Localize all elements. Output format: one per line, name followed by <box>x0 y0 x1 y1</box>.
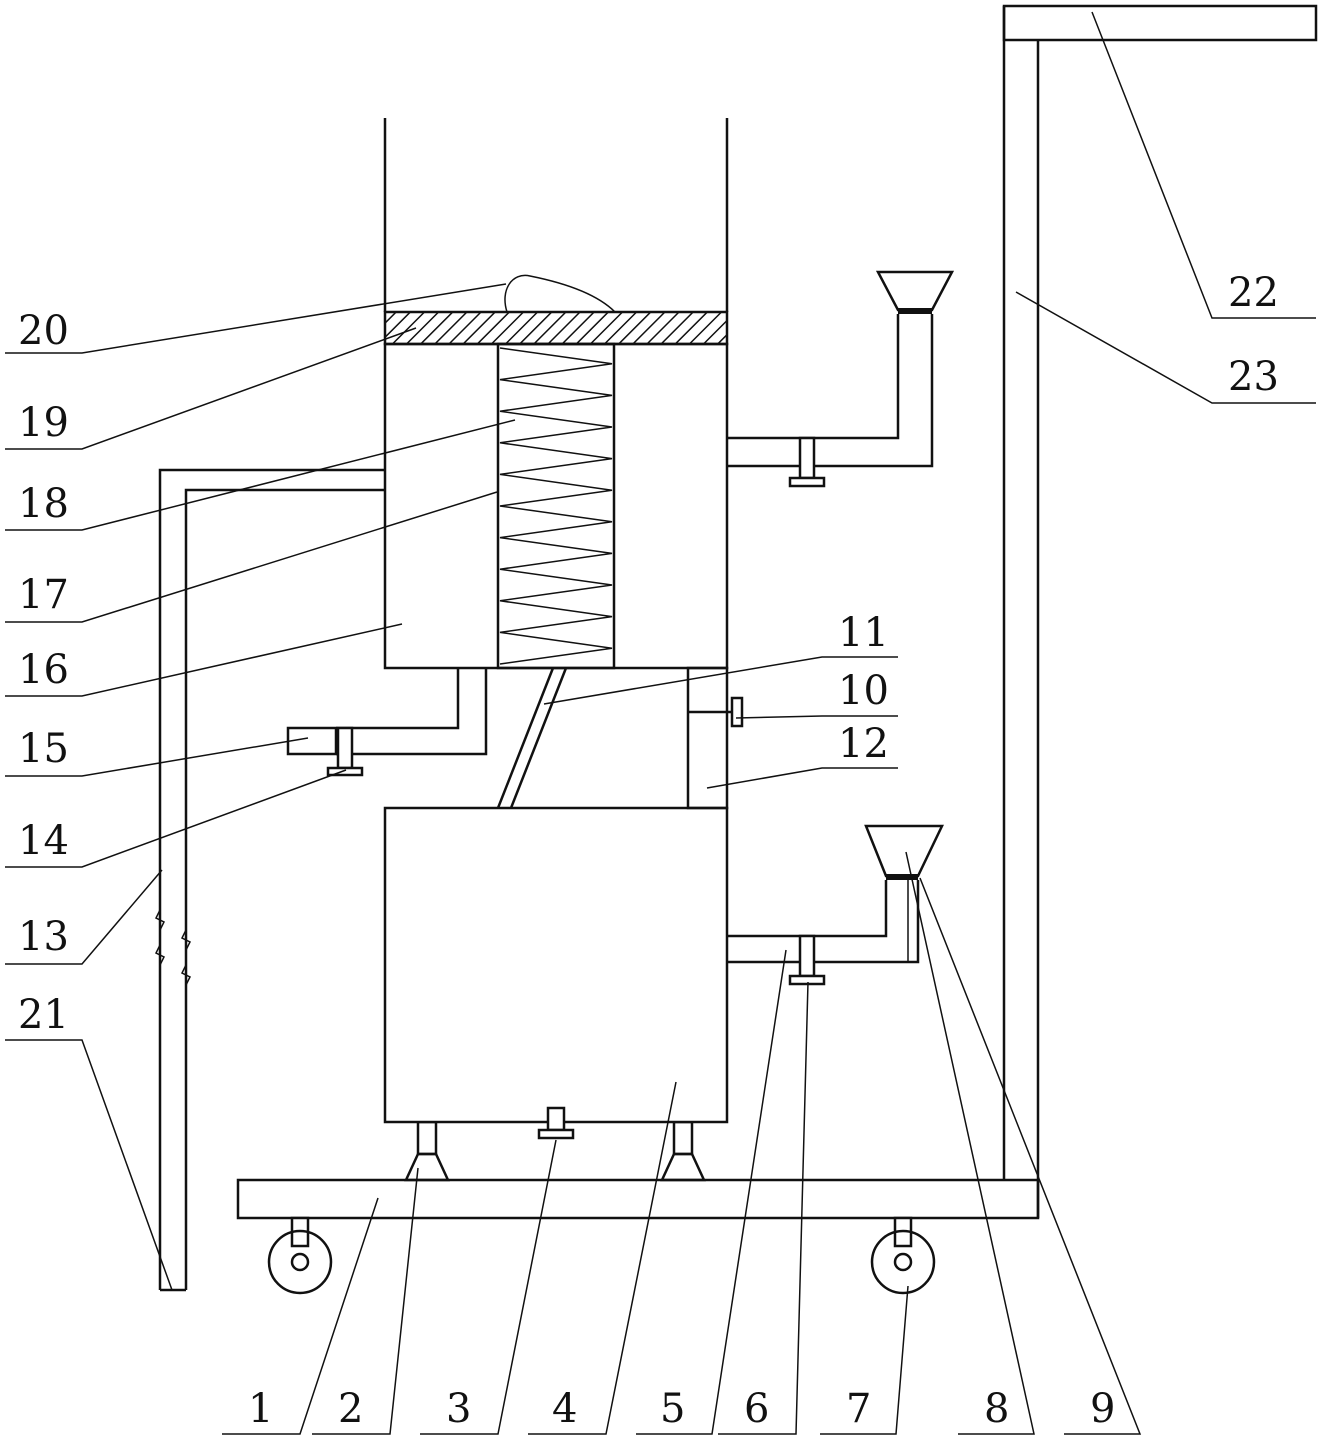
label-13: 13 <box>18 914 69 960</box>
label-9: 9 <box>1090 1386 1115 1432</box>
label-5: 5 <box>660 1386 685 1432</box>
outlet-valve <box>326 726 364 777</box>
lower-tank <box>383 806 729 1124</box>
label-14: 14 <box>18 818 69 864</box>
label-7: 7 <box>846 1386 871 1432</box>
label-6: 6 <box>744 1386 769 1432</box>
side-box <box>686 666 729 810</box>
label-2: 2 <box>338 1386 363 1432</box>
right-foot <box>660 1120 706 1182</box>
label-1: 1 <box>248 1386 273 1432</box>
label-3: 3 <box>446 1386 471 1432</box>
side-valve <box>688 696 744 728</box>
outlet-pipe <box>286 668 488 756</box>
filter-plate <box>383 310 729 346</box>
label-19: 19 <box>18 400 69 446</box>
right-wheel <box>870 1216 936 1295</box>
drain-valve <box>537 1106 575 1140</box>
label-4: 4 <box>552 1386 577 1432</box>
left-wheel <box>267 1216 333 1295</box>
label-23: 23 <box>1228 354 1279 400</box>
support-frame <box>1002 4 1318 1218</box>
label-10: 10 <box>838 668 889 714</box>
lifting-wire <box>504 274 616 313</box>
label-11: 11 <box>838 610 889 656</box>
label-17: 17 <box>18 572 69 618</box>
upper-feed-pipe <box>727 270 955 488</box>
label-18: 18 <box>18 481 69 527</box>
label-15: 15 <box>18 726 69 772</box>
label-16: 16 <box>18 647 69 693</box>
inclined-pipe <box>509 667 568 809</box>
left-foot <box>404 1120 450 1182</box>
label-20: 20 <box>18 308 69 354</box>
label-22: 22 <box>1228 270 1279 316</box>
base-plate <box>236 1178 1040 1220</box>
upper-chamber <box>383 342 729 670</box>
spring-coil <box>499 347 613 665</box>
label-12: 12 <box>838 721 889 767</box>
spring-column <box>496 342 616 670</box>
label-21: 21 <box>18 992 69 1038</box>
label-8: 8 <box>984 1386 1009 1432</box>
leader-lines <box>5 11 1316 1435</box>
part-labels: 20 19 18 17 16 15 14 13 21 22 23 11 10 1… <box>18 270 1279 1432</box>
lower-feed-pipe <box>727 824 944 986</box>
vertical-pipe <box>154 468 385 1292</box>
